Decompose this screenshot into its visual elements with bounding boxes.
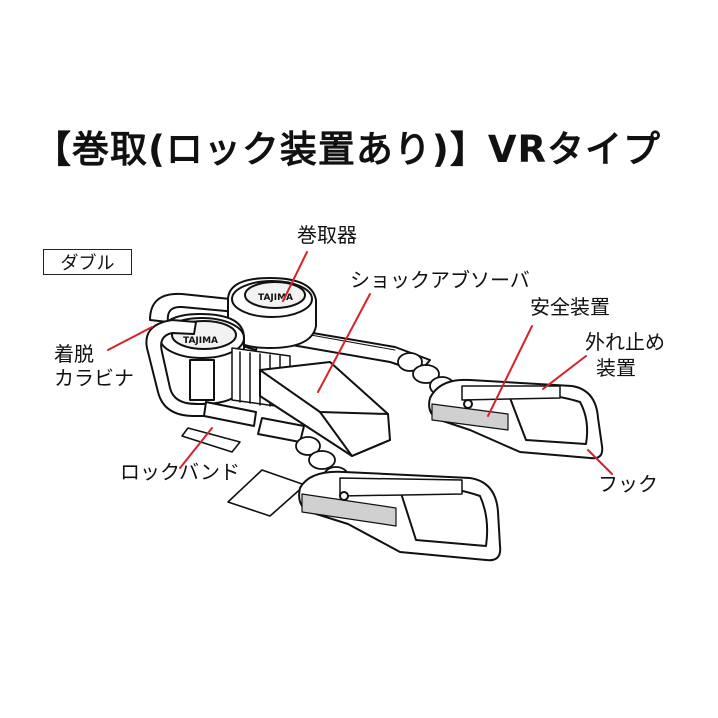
leader-hook (587, 449, 613, 475)
rear-hook (428, 378, 604, 460)
front-reel: TAJIMA (159, 313, 245, 405)
front-strap (257, 417, 305, 443)
leader-release-stop (542, 355, 587, 390)
lock-band-clip (203, 401, 257, 427)
shock-absorber (259, 361, 391, 457)
front-carabiner (145, 319, 215, 417)
label-safety-device: 安全装置 (530, 295, 610, 319)
label-lock-band: ロックバンド (120, 460, 240, 484)
leader-reel (282, 251, 308, 302)
label-release-stop-2: 装置 (596, 356, 636, 380)
lock-band-strap (181, 427, 241, 453)
leader-shock-absorber (317, 293, 371, 393)
lock-band-plate (227, 469, 306, 517)
label-release-stop-1: 外れ止め (585, 330, 665, 354)
label-reel: 巻取器 (297, 223, 357, 247)
leader-carabiner (107, 326, 153, 351)
label-carabiner-2: カラビナ (54, 366, 134, 390)
leader-lock-band (179, 427, 213, 469)
label-shock-absorber: ショックアブソーバ (350, 268, 530, 292)
page-title: 【巻取(ロック装置あり)】VRタイプ (34, 128, 661, 171)
front-reel-brand: TAJIMA (183, 336, 218, 346)
leader-safety-device (487, 325, 533, 417)
front-hook (298, 470, 502, 562)
label-hook: フック (598, 472, 658, 496)
type-badge: ダブル (43, 249, 132, 275)
label-carabiner-1: 着脱 (54, 342, 94, 366)
rear-reel-brand: TAJIMA (258, 293, 293, 303)
leader-lines (107, 251, 613, 475)
